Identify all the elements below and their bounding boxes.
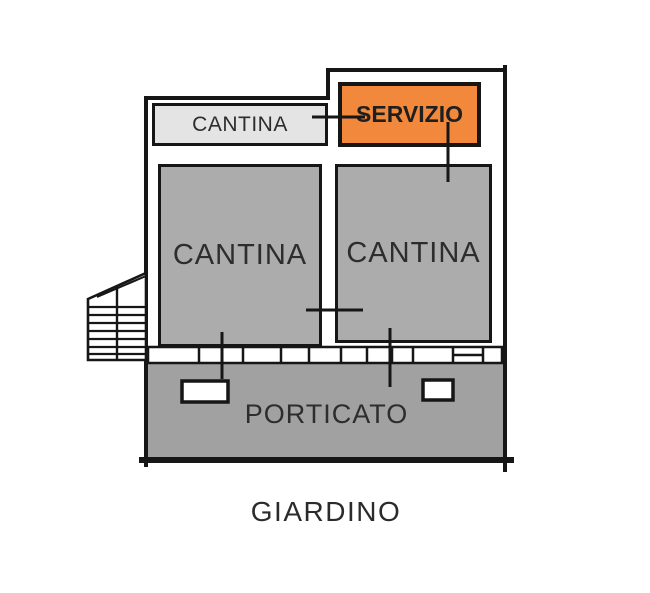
room-cantina-bar-label: CANTINA bbox=[192, 112, 288, 136]
room-cantina-bar: CANTINA bbox=[152, 103, 328, 146]
room-servizio-label: SERVIZIO bbox=[356, 101, 463, 127]
room-cantina-right-label: CANTINA bbox=[346, 237, 481, 269]
room-porticato-label: PORTICATO bbox=[244, 399, 409, 429]
room-cantina-left: CANTINA bbox=[158, 164, 322, 347]
room-cantina-right: CANTINA bbox=[335, 164, 492, 343]
window-strip bbox=[146, 345, 504, 365]
garden-label: GIARDINO bbox=[250, 496, 402, 527]
room-porticato: PORTICATO bbox=[148, 363, 505, 460]
room-cantina-left-label: CANTINA bbox=[172, 239, 308, 271]
room-servizio: SERVIZIO bbox=[338, 82, 481, 147]
staircase-icon bbox=[86, 270, 148, 362]
